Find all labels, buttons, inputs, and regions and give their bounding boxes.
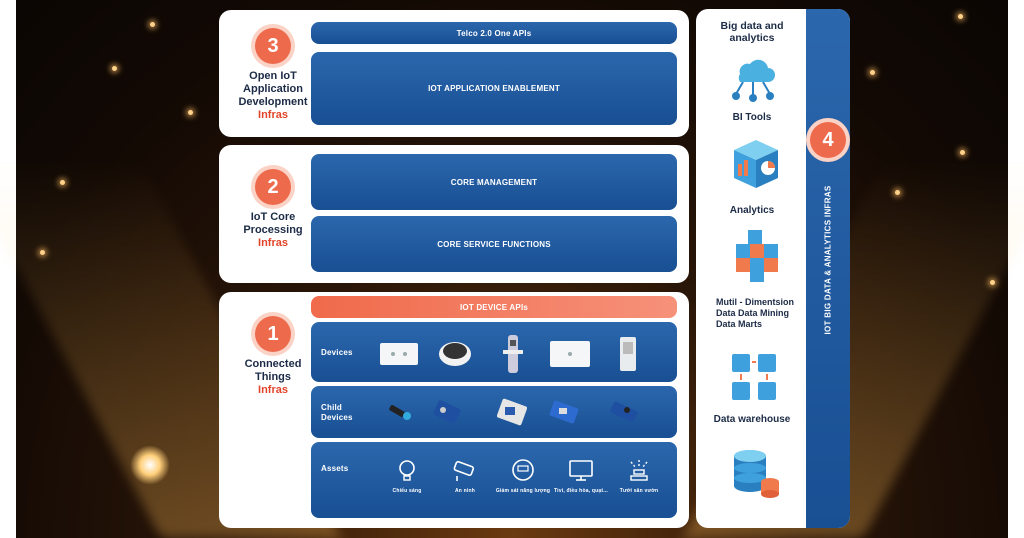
analytics-infras-bar — [806, 9, 850, 528]
lighting-label: Chiếu sáng — [392, 488, 422, 494]
layer-3-number: 3 — [255, 28, 291, 64]
layer-2-infras: Infras — [258, 237, 288, 249]
layer-2-panel: 2 IoT Core Processing Infras CORE MANAGE… — [219, 145, 689, 283]
module-board-icon — [549, 400, 579, 424]
din-module-icon — [620, 337, 636, 371]
sparkle — [870, 70, 875, 75]
energy-label: Giám sát năng lượng — [495, 488, 551, 494]
assets-row-label: Assets — [321, 464, 349, 473]
big-data-label: Big data and analytics — [720, 20, 784, 44]
child-devices-row-label: Child Devices — [321, 403, 353, 422]
sensor-board-icon — [433, 400, 461, 424]
devices-row-label: Devices — [321, 348, 353, 357]
iot-application-enablement-bar: IOT APPLICATION ENABLEMENT — [311, 52, 677, 125]
energy-meter-icon — [512, 459, 534, 481]
cloud-network-icon — [732, 59, 775, 102]
core-service-functions-bar: CORE SERVICE FUNCTIONS — [311, 216, 677, 272]
sparkle — [40, 250, 45, 255]
lighting-asset: Chiếu sáng — [377, 456, 437, 494]
layer-2-side: 2 IoT Core Processing Infras — [229, 169, 317, 250]
layer-1-panel: 1 Connected Things Infras IOT DEVICE API… — [219, 292, 689, 528]
tv-monitor-icon — [569, 460, 593, 481]
light-bulb-icon — [399, 460, 415, 481]
data-mining-label: Mutil - Dimentsion Data Data Mining Data… — [716, 297, 794, 329]
analytics-infras-title: IOT BIG DATA & ANALYTICS INFRAS — [823, 185, 833, 335]
database-icon — [734, 450, 779, 498]
layer-3-side: 3 Open IoT Application Development Infra… — [229, 28, 317, 122]
sparkle — [990, 280, 995, 285]
frame-right — [1008, 0, 1024, 538]
stage-light — [130, 445, 170, 485]
layer-3-label: Open IoT Application Development — [238, 70, 308, 108]
layer-3-panel: 3 Open IoT Application Development Infra… — [219, 10, 689, 137]
probe-sensor-icon — [389, 405, 411, 420]
panel-switch-icon — [550, 341, 590, 367]
appliances-asset: Tivi, điều hòa, quạt... — [551, 456, 611, 494]
sparkle — [960, 150, 965, 155]
assets-row: Assets Chiếu sáng An ninh Giám sát năng … — [311, 442, 677, 518]
smart-hub-icon — [439, 342, 471, 366]
iot-device-apis-bar: IOT DEVICE APIs — [311, 296, 677, 318]
switch-device-icon — [380, 343, 418, 365]
ir-sensor-icon — [610, 401, 638, 423]
analytics-label: Analytics — [729, 205, 775, 216]
security-asset: An ninh — [435, 456, 495, 494]
devices-row: Devices — [311, 322, 677, 382]
layer-2-number: 2 — [255, 169, 291, 205]
core-management-bar: CORE MANAGEMENT — [311, 154, 677, 210]
sparkle — [895, 190, 900, 195]
layer-1-number: 1 — [255, 316, 291, 352]
layer-1-label: Connected Things — [244, 358, 302, 383]
sparkle — [150, 22, 155, 27]
data-warehouse-label: Data warehouse — [713, 414, 791, 425]
analytics-cube-icon — [734, 140, 778, 188]
layer-1-side: 1 Connected Things Infras — [229, 316, 317, 397]
layer-3-infras: Infras — [258, 109, 288, 121]
door-lock-icon — [503, 335, 523, 373]
telco-apis-bar: Telco 2.0 One APIs — [311, 22, 677, 44]
data-warehouse-icon — [732, 354, 776, 400]
garden-asset: Tưới sân vườn — [609, 456, 669, 494]
layer-1-infras: Infras — [258, 384, 288, 396]
security-label: An ninh — [454, 488, 475, 494]
sprinkler-icon — [630, 460, 648, 481]
sparkle — [958, 14, 963, 19]
relay-board-icon — [497, 398, 527, 426]
sparkle — [112, 66, 117, 71]
cctv-camera-icon — [453, 460, 475, 481]
sparkle — [188, 110, 193, 115]
sparkle — [60, 180, 65, 185]
layer-4-number: 4 — [810, 122, 846, 158]
data-cubes-icon — [736, 230, 778, 282]
child-devices-row: Child Devices — [311, 386, 677, 438]
appliances-label: Tivi, điều hòa, quạt... — [554, 488, 608, 494]
garden-label: Tưới sân vườn — [619, 488, 659, 494]
bi-tools-label: BI Tools — [732, 112, 772, 123]
energy-asset: Giám sát năng lượng — [493, 456, 553, 494]
layer-2-label: IoT Core Processing — [243, 211, 303, 236]
frame-left — [0, 0, 16, 538]
